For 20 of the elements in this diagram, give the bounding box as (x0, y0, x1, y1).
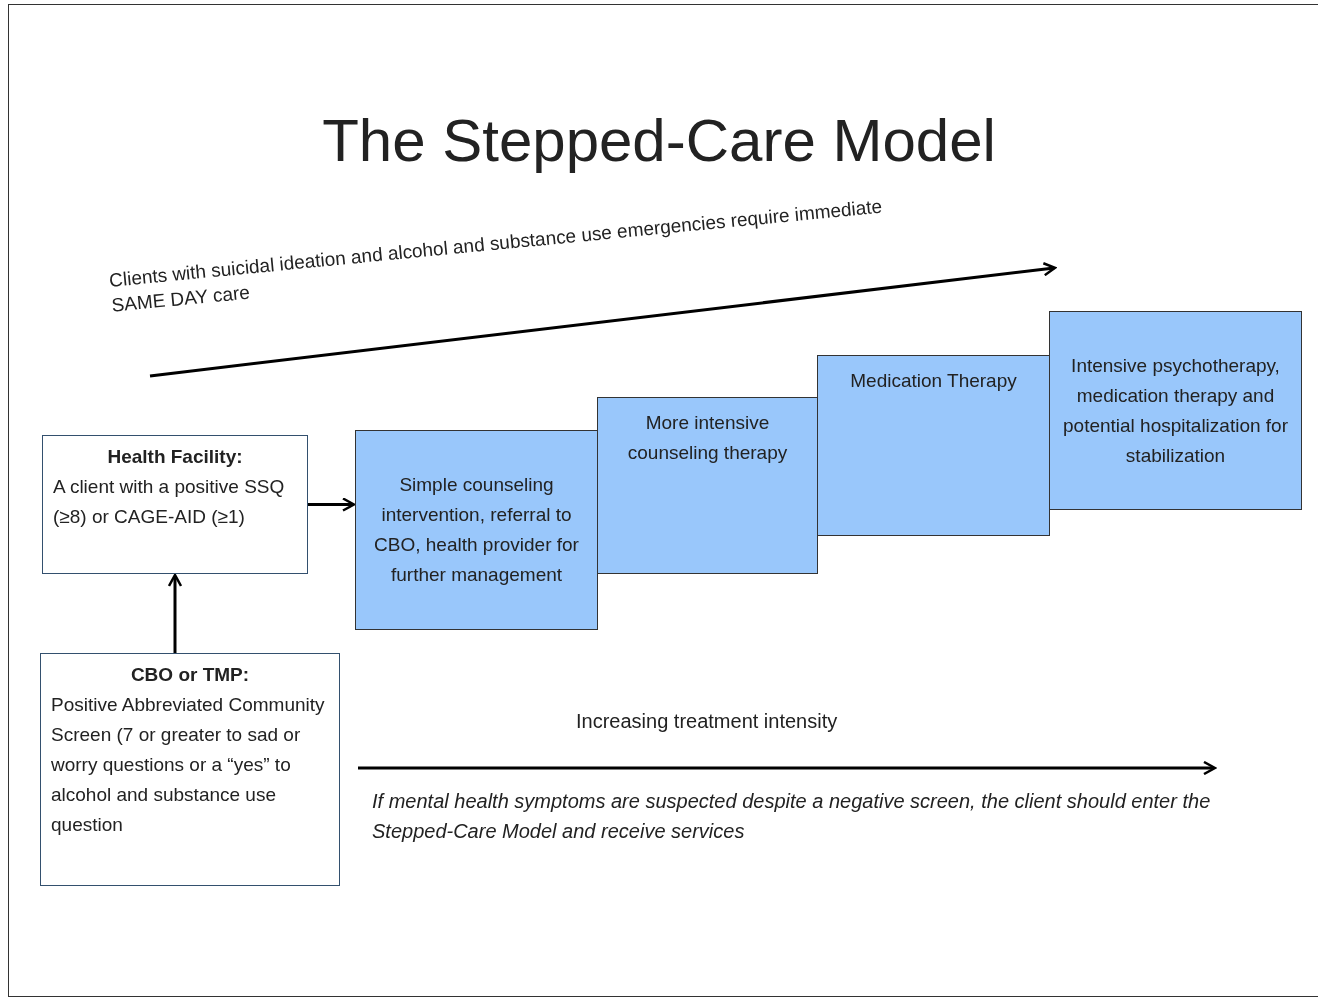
step-box (1049, 311, 1302, 510)
node-text: Positive Abbreviated Community Screen (7 or greater to sad or worry questions or a “yes” to alcohol and substance use question (51, 693, 326, 837)
step-box (817, 355, 1050, 536)
note-text: If mental health symptoms are suspected despite a negative screen, the client should enter the Stepped-Care Model and receive services (372, 789, 1212, 844)
node-text: Intensive psychotherapy, medication therapy and potential hospitalization for stabilization (1062, 353, 1289, 468)
process-box (42, 435, 308, 574)
arrow (167, 573, 183, 653)
arrow (308, 497, 356, 512)
node-text: Simple counseling intervention, referral to CBO, health provider for further management (373, 473, 580, 587)
step-box (597, 397, 818, 574)
node-text: More intensive counseling therapy (626, 411, 789, 465)
node-text: A client with a positive SSQ (≥8) or CAGE-AID (≥1) (53, 475, 286, 529)
title: The Stepped-Care Model (321, 106, 997, 176)
note-text: Increasing treatment intensity (576, 710, 838, 733)
note-text: Clients with suicidal ideation and alcohol and substance use emergencies require immediate SAME DAY care (108, 194, 884, 318)
node-text: Medication Therapy (850, 369, 1017, 393)
node-heading: Health Facility: (106, 445, 244, 469)
node-heading: CBO or TMP: (129, 663, 251, 687)
process-box (40, 653, 340, 886)
step-box (355, 430, 598, 630)
